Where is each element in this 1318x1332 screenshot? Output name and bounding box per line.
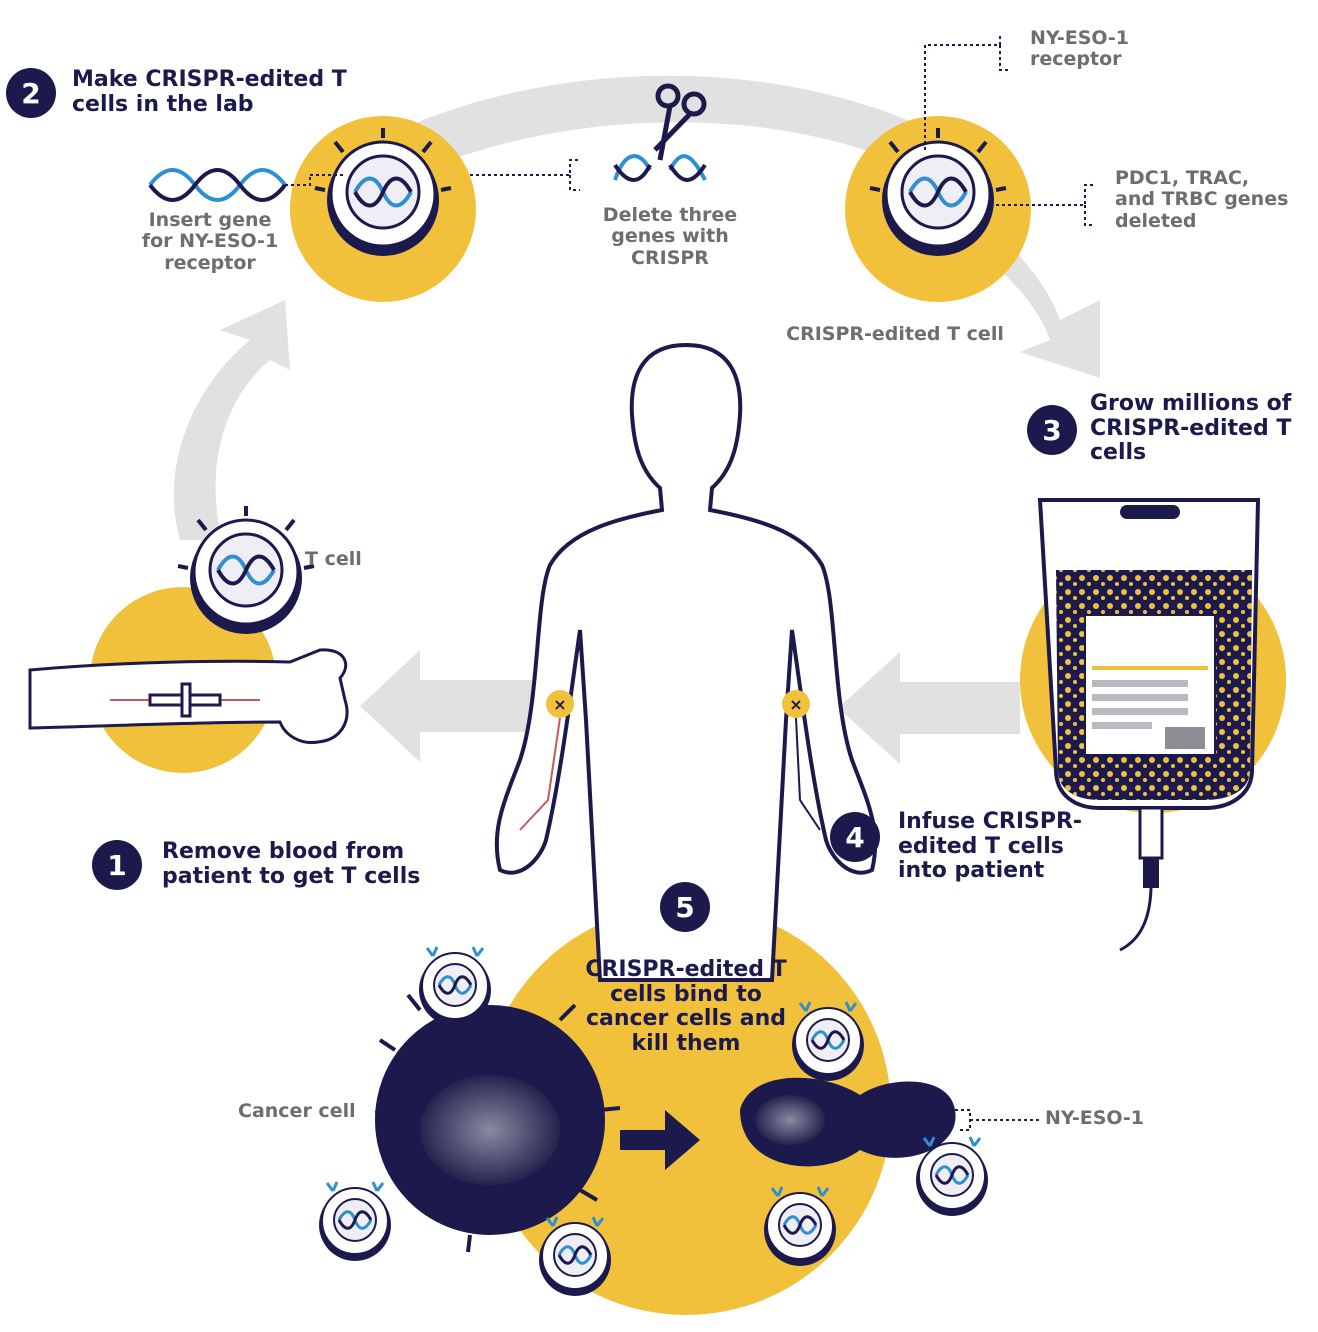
step-4-badge: 4 [830, 812, 880, 862]
t-cell-icon [417, 945, 493, 1028]
connector [470, 159, 580, 191]
connector [955, 1109, 1040, 1131]
step-5-text: CRISPR-edited T cells bind to cancer cel… [585, 957, 787, 1056]
transform-arrow [620, 1110, 700, 1170]
arm-icon [28, 648, 349, 745]
t-cell-icon [317, 1180, 393, 1263]
connector [990, 184, 1095, 226]
step-2-badge: 2 [6, 68, 56, 118]
step-1-badge: 1 [92, 840, 142, 890]
draw-site [546, 690, 574, 718]
step-5-badge: 5 [660, 882, 710, 932]
arrow-to-step2 [173, 300, 290, 540]
arrow-step2 [360, 75, 930, 190]
cancer-cell-icon [375, 993, 621, 1253]
dna-icon [613, 154, 707, 182]
crispr-t-cell-label: CRISPR-edited T cell [786, 323, 1004, 345]
connector [924, 35, 1010, 150]
cancer-cell-icon [740, 1077, 956, 1167]
arrow-to-body [838, 652, 1020, 764]
step-2-text: Make CRISPR-edited T cells in the lab [72, 67, 347, 117]
ny-eso-receptor-label: NY-ESO-1 receptor [1030, 27, 1130, 71]
t-cell-label: T cell [305, 548, 362, 570]
infusion-site [782, 690, 810, 718]
dna-icon [148, 168, 287, 202]
step-1-text: Remove blood from patient to get T cells [162, 839, 421, 889]
connector [285, 174, 345, 186]
arrow-to-arm [360, 650, 548, 762]
ny-eso-label: NY-ESO-1 [1045, 1107, 1145, 1129]
delete-genes-label: Delete three genes with CRISPR [602, 204, 738, 269]
body-silhouette-icon [494, 342, 878, 982]
cancer-cell-label: Cancer cell [238, 1100, 356, 1122]
svg-text:×: × [789, 695, 802, 714]
genes-deleted-label: PDC1, TRAC, and TRBC genes deleted [1115, 167, 1289, 232]
step-3-badge: 3 [1027, 405, 1077, 455]
step-3-text: Grow millions of CRISPR-edited T cells [1090, 391, 1292, 466]
iv-bag-icon [1037, 498, 1261, 952]
svg-text:×: × [553, 695, 566, 714]
step-4-text: Infuse CRISPR-edited T cells into patien… [898, 809, 1083, 884]
insert-gene-label: Insert gene for NY-ESO-1 receptor [141, 209, 279, 274]
scissors-icon [653, 83, 707, 161]
